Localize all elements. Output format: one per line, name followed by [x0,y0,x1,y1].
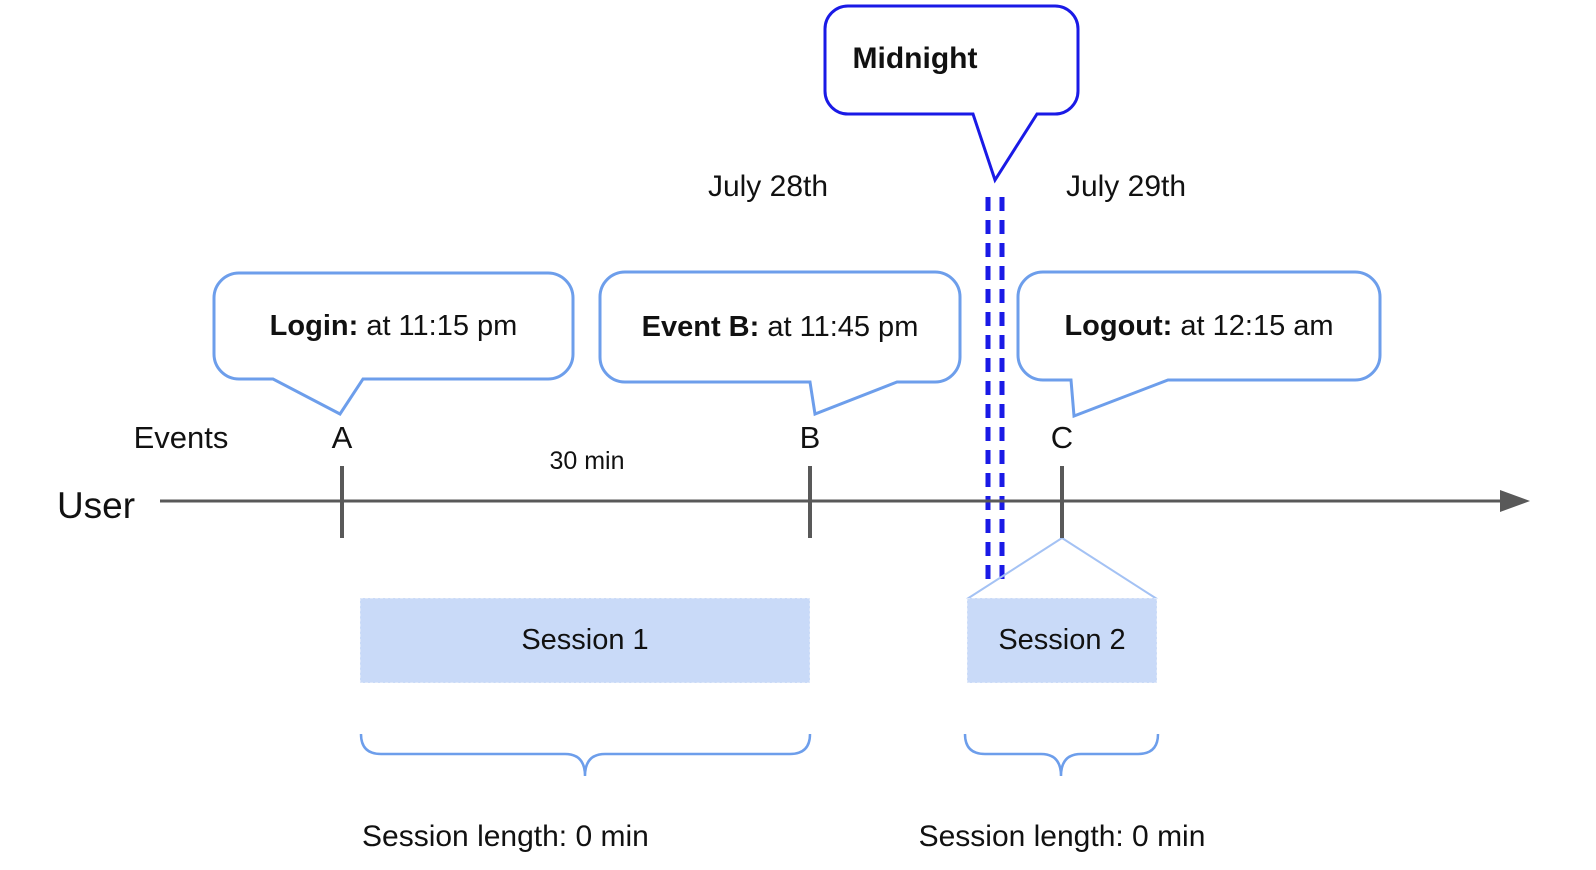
logout-callout-time: at 12:15 am [1180,309,1334,342]
event-b-callout-bubble [598,270,962,417]
session2-length-label: Session length: 0 min [918,820,1206,853]
session2-brace [963,733,1160,777]
session1-box: Session 1 [360,598,810,683]
session1-length-label: Session length: 0 min [362,820,649,853]
events-axis-label: Events [133,420,229,455]
timeline-arrowhead-icon [1500,490,1530,512]
session2-funnel-right-line [1061,537,1158,600]
session2-label: Session 2 [998,624,1126,656]
interval-30min-label: 30 min [549,447,625,475]
midnight-callout-label: Midnight [852,42,978,75]
user-axis-label: User [56,485,136,526]
login-callout-title: Login: [269,309,359,342]
midnight-callout-bubble [823,4,1080,184]
date-label-july-29: July 29th [1065,170,1187,203]
tick-label-c: C [1050,420,1074,455]
event-b-callout-text: Event B: at 11:45 pm [600,272,960,382]
login-callout-time: at 11:15 pm [366,309,518,342]
logout-callout-text: Logout: at 12:15 am [1018,272,1380,380]
event-b-callout-title: Event B: [641,310,760,343]
session1-brace [359,733,812,777]
login-callout-text: Login: at 11:15 pm [214,272,573,380]
session2-funnel-left-line [966,537,1063,600]
login-callout-bubble [212,271,575,416]
event-b-callout-time: at 11:45 pm [767,310,919,343]
logout-callout-bubble [1016,270,1382,419]
tick-label-b: B [799,420,821,455]
logout-callout-title: Logout: [1064,309,1173,342]
tick-label-a: A [331,420,353,455]
date-label-july-28: July 28th [707,170,829,203]
session2-box: Session 2 [967,598,1157,683]
session1-label: Session 1 [521,624,649,656]
